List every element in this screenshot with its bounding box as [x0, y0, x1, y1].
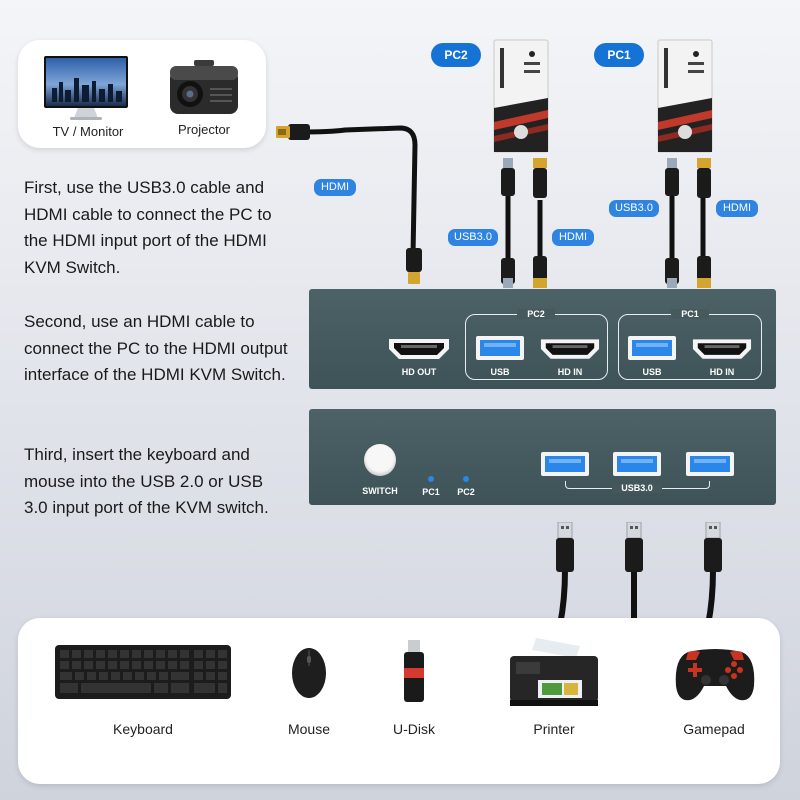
pc1-badge: PC1 — [594, 43, 644, 67]
printer-label: Printer — [533, 721, 575, 737]
usb-drive-icon — [404, 640, 424, 702]
usb-port-icon — [628, 336, 676, 360]
step-third-text: Third, insert the keyboard and mouse int… — [24, 445, 269, 517]
hdmi-plug-icon — [406, 248, 422, 284]
usb-plug-icon — [556, 522, 574, 572]
pc2-led-label: PC2 — [457, 487, 475, 497]
pc1-group-label: PC1 — [671, 309, 709, 319]
pc1-led-icon — [428, 476, 434, 482]
projector-icon — [170, 60, 238, 114]
hdmi-tag-main: HDMI — [314, 179, 356, 196]
hdmi-tag-pc2: HDMI — [552, 229, 594, 246]
hd-out-label: HD OUT — [401, 367, 437, 377]
pc2-usb-label: USB — [490, 367, 510, 377]
printer-icon — [510, 638, 598, 706]
gamepad-icon — [675, 649, 755, 701]
usb30-label: USB3.0 — [612, 483, 662, 493]
usb-plug-icon — [625, 522, 643, 572]
usb-plug-icon — [704, 522, 722, 572]
tv-monitor-label: TV / Monitor — [52, 124, 124, 139]
usb-cable-3 — [705, 569, 716, 626]
usb30-tag-pc2: USB3.0 — [448, 229, 498, 246]
usb30-tag-pc1: USB3.0 — [609, 200, 659, 217]
hdmi-port-icon — [692, 339, 752, 359]
hdmi-tag-pc1: HDMI — [716, 200, 758, 217]
udisk-label: U-Disk — [393, 721, 435, 737]
switch-button[interactable] — [364, 444, 396, 476]
kvm-front-panel: SWITCH PC1 PC2 USB3.0 — [309, 409, 776, 505]
pc2-group-label: PC2 — [517, 309, 555, 319]
hdmi-plug-icon — [276, 124, 310, 140]
usb-cable-1 — [557, 569, 568, 626]
main-hdmi-cable — [297, 125, 418, 258]
switch-label: SWITCH — [362, 486, 398, 496]
pc1-usb-label: USB — [642, 367, 662, 377]
pc1-plugs-icon — [665, 158, 711, 288]
step-second-text: Second, use an HDMI cable to connect the… — [24, 312, 288, 384]
mouse-label: Mouse — [287, 721, 331, 737]
peripherals-card: Keyboard Mouse U-Disk Printer Gamepad — [18, 618, 780, 784]
keyboard-label: Keyboard — [113, 721, 173, 737]
usb-port-icon — [541, 452, 589, 476]
pc1-led-label: PC1 — [422, 487, 440, 497]
pc1-hd-in-label: HD IN — [709, 367, 735, 377]
usb-port-icon — [476, 336, 524, 360]
output-devices-card: TV / Monitor Projector — [18, 40, 266, 148]
pc1-tower-icon — [657, 39, 713, 153]
keyboard-icon — [55, 645, 231, 699]
gamepad-label: Gamepad — [683, 721, 745, 737]
usb-port-icon — [613, 452, 661, 476]
step-first-text: First, use the USB3.0 cable and HDMI cab… — [24, 178, 272, 277]
hdmi-port-icon — [389, 339, 449, 359]
mouse-icon — [292, 648, 326, 698]
pc2-plugs-icon — [501, 158, 547, 288]
projector-label: Projector — [177, 122, 231, 137]
hdmi-port-icon — [540, 339, 600, 359]
pc2-badge: PC2 — [431, 43, 481, 67]
pc2-tower-icon — [493, 39, 549, 153]
pc2-led-icon — [463, 476, 469, 482]
usb-port-icon — [686, 452, 734, 476]
tv-monitor-icon — [44, 56, 128, 120]
kvm-rear-panel: HD OUT PC2 USB HD IN PC1 USB HD IN — [309, 289, 776, 389]
pc2-hd-in-label: HD IN — [557, 367, 583, 377]
